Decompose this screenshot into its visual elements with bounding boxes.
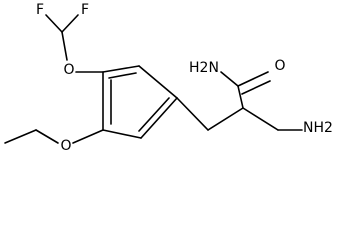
ring-bond-1 bbox=[102, 65, 140, 73]
bond-c-o1 bbox=[61, 31, 68, 61]
ring-bond-3-inner bbox=[138, 97, 170, 132]
bond-cf2 bbox=[61, 14, 79, 33]
atom-amide-nh2: H2N bbox=[189, 60, 219, 76]
bond-o2-ch2 bbox=[35, 129, 59, 144]
bond-ch-carbonyl bbox=[237, 85, 244, 109]
ring-bond-4 bbox=[102, 129, 142, 139]
bond-ring-o2 bbox=[72, 129, 104, 144]
bond-carbonyl-o bbox=[237, 71, 269, 87]
atom-amide-o: O bbox=[274, 58, 285, 74]
atom-amine-nh2: NH2 bbox=[303, 120, 333, 136]
ring-bond-1-inner bbox=[108, 72, 137, 79]
atom-o-ethoxy: O bbox=[60, 138, 71, 154]
atom-f1: F bbox=[36, 2, 44, 18]
bond-ring-ch2 bbox=[176, 97, 209, 131]
ring-bond-3 bbox=[140, 97, 178, 139]
atom-o-difluoromethoxy: O bbox=[63, 62, 74, 78]
bond-ch2-ch3 bbox=[4, 129, 37, 144]
ring-bond-2 bbox=[138, 65, 178, 99]
molecule-diagram: F F O O H2N O NH2 bbox=[4, 2, 333, 154]
bond-carbonyl-n bbox=[220, 71, 239, 87]
bond-cf1 bbox=[45, 14, 63, 33]
bond-ch2-ch bbox=[207, 107, 244, 131]
atom-f2: F bbox=[81, 2, 89, 18]
bond-carbonyl-o-double bbox=[241, 80, 271, 95]
bond-ch-ch2n bbox=[242, 107, 279, 131]
